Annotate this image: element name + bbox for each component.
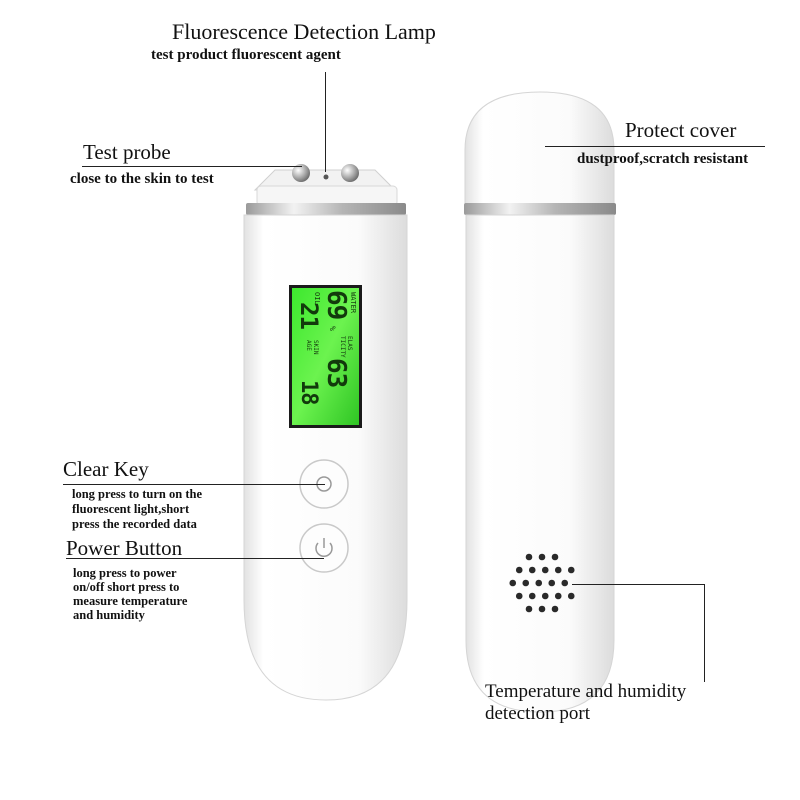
test-probe-head: [246, 164, 406, 215]
port-hole: [525, 553, 533, 561]
cover-metal-ring: [464, 203, 616, 215]
port-hole: [567, 592, 575, 600]
test-probe-leader-line: [82, 166, 302, 167]
port-hole: [561, 579, 569, 587]
lcd-water-value: 69: [321, 290, 351, 320]
power-button-desc-line-3: measure temperature: [73, 594, 188, 608]
port-hole: [538, 553, 546, 561]
lcd-skin-age-value: 18: [296, 380, 321, 405]
port-hole: [538, 605, 546, 613]
clear-key-leader-line: [63, 484, 325, 485]
port-hole: [554, 592, 562, 600]
test-probe-title: Test probe: [83, 140, 171, 164]
lcd-percent: %: [328, 326, 337, 331]
port-hole: [528, 592, 536, 600]
fluorescence-title: Fluorescence Detection Lamp: [172, 19, 436, 44]
protect-cover-title: Protect cover: [625, 118, 737, 142]
temp-port-leader-line-h: [572, 584, 705, 585]
lcd-elas-value: 63: [321, 358, 351, 388]
port-hole: [535, 579, 543, 587]
port-hole: [548, 579, 556, 587]
lcd-elas-label: ELAS TICITY: [339, 336, 353, 358]
fluorescence-leader-line: [325, 72, 326, 172]
power-button-shape: [299, 523, 349, 573]
probe-ball-right: [341, 164, 359, 182]
port-hole: [515, 592, 523, 600]
right-device-body: [465, 214, 615, 713]
temp-port-leader-line-v: [704, 584, 705, 682]
clear-key-desc-line-3: press the recorded data: [72, 517, 197, 531]
lcd-readout: WATER 69 % ELAS TICITY 63 OIL 21 SKIN AG…: [292, 288, 359, 425]
lcd-skin-age-label: SKIN AGE: [305, 340, 319, 355]
port-hole: [551, 553, 559, 561]
port-hole: [554, 566, 562, 574]
port-hole: [522, 579, 530, 587]
fluorescence-desc: test product fluorescent agent: [151, 47, 341, 63]
port-hole: [528, 566, 536, 574]
test-probe-desc: close to the skin to test: [70, 171, 214, 187]
protect-cover-desc: dustproof,scratch resistant: [577, 151, 749, 167]
power-button-desc-line-2: on/off short press to: [73, 580, 180, 594]
power-button-desc-line-4: and humidity: [73, 608, 145, 622]
probe-ball-left: [292, 164, 310, 182]
clear-key-title: Clear Key: [63, 457, 149, 481]
left-device-body: [243, 214, 408, 701]
lcd-oil-value: 21: [295, 302, 323, 329]
temp-port-title-line-2: detection port: [485, 703, 590, 724]
port-hole: [551, 605, 559, 613]
fluorescence-lamp-dot: [323, 174, 329, 180]
power-button-leader-line: [66, 558, 324, 559]
port-hole: [525, 605, 533, 613]
clear-key-desc-line-1: long press to turn on the: [72, 487, 202, 501]
clear-key-desc-line-2: fluorescent light,short: [72, 502, 190, 516]
protect-cover: [464, 91, 615, 206]
power-button-title: Power Button: [66, 536, 183, 560]
port-hole: [515, 566, 523, 574]
temp-port-title-line-1: Temperature and humidity: [485, 681, 687, 702]
port-hole: [509, 579, 517, 587]
port-hole: [541, 566, 549, 574]
power-button-desc-line-1: long press to power: [73, 566, 177, 580]
protect-cover-leader-line: [545, 146, 765, 147]
port-hole: [541, 592, 549, 600]
port-hole: [567, 566, 575, 574]
lcd-screen: [289, 285, 362, 428]
